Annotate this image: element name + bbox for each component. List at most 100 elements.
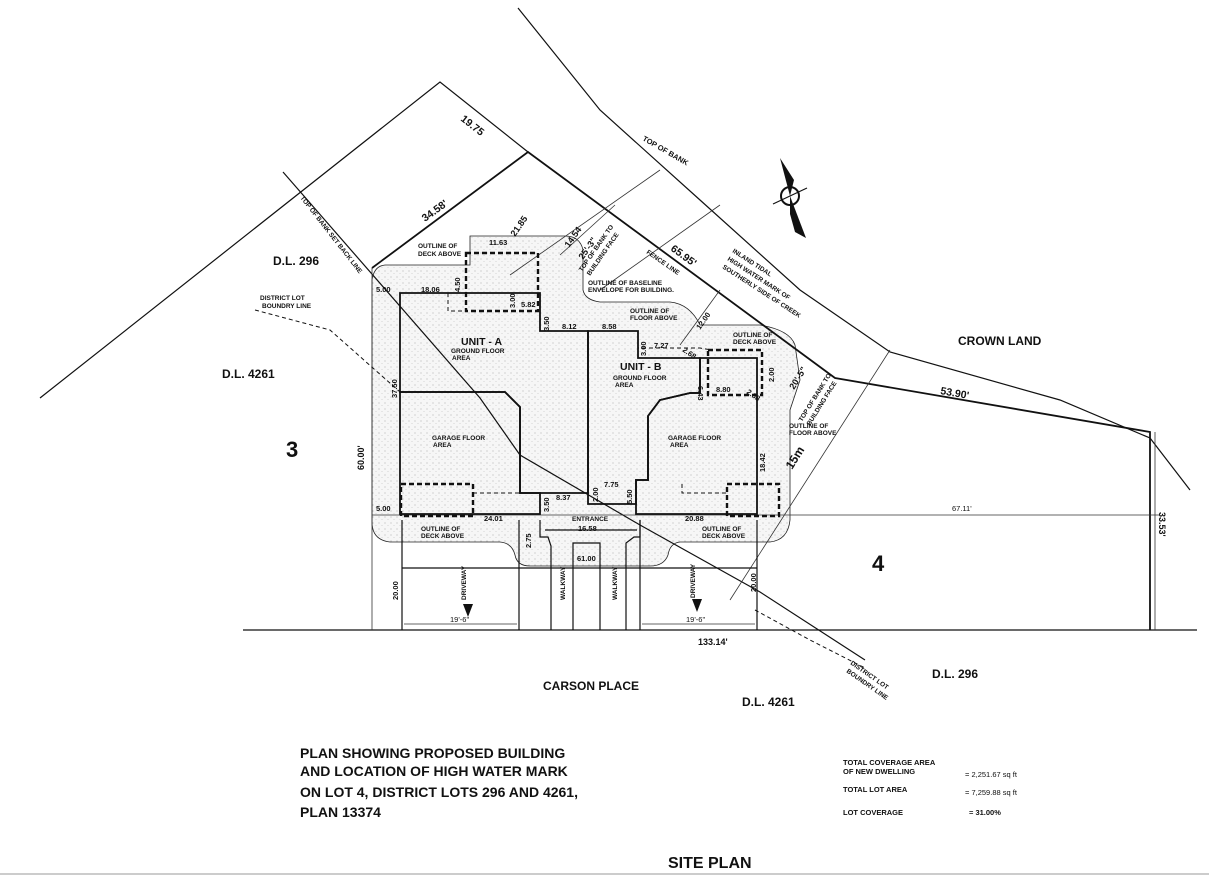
north-arrow-icon bbox=[772, 158, 808, 238]
dim: 5.82 bbox=[521, 300, 536, 309]
dim: 11.63 bbox=[489, 238, 507, 247]
dim: 67.11' bbox=[952, 504, 972, 513]
building-envelope bbox=[371, 235, 801, 567]
note-floor-above: OUTLINE OF bbox=[630, 308, 669, 315]
dim: 21.85 bbox=[508, 214, 529, 238]
summary-value: = 31.00% bbox=[969, 808, 1001, 817]
dim: 5.00 bbox=[376, 285, 391, 294]
dim: 7.27 bbox=[654, 341, 669, 350]
dim: 6.43 bbox=[696, 386, 705, 401]
summary-value: = 2,251.67 sq ft bbox=[965, 770, 1018, 779]
label-crown-land: CROWN LAND bbox=[958, 334, 1042, 348]
note-deck-b-bottom: OUTLINE OF bbox=[702, 526, 741, 533]
dim: 20.00 bbox=[391, 581, 400, 600]
unit-a-sub: AREA bbox=[452, 355, 471, 362]
dim: 2.00 bbox=[591, 487, 600, 502]
entrance-label: ENTRANCE bbox=[572, 516, 609, 523]
property-line bbox=[371, 150, 1151, 630]
top-of-bank-line bbox=[517, 7, 1191, 491]
walkway-label: WALKWAY bbox=[560, 566, 567, 600]
dim: 61.00 bbox=[577, 554, 596, 563]
dim: 5.00 bbox=[376, 504, 391, 513]
dim: 19'-6" bbox=[686, 615, 705, 624]
plan-title: PLAN SHOWING PROPOSED BUILDING bbox=[300, 745, 565, 761]
plan-title: ON LOT 4, DISTRICT LOTS 296 AND 4261, bbox=[300, 784, 578, 800]
dim: 53.90' bbox=[939, 385, 969, 402]
deck-a-top bbox=[464, 251, 540, 313]
garage-b-label: GARAGE FLOOR bbox=[668, 435, 721, 442]
label-carson-place: CARSON PLACE bbox=[543, 679, 639, 693]
note-deck-a-top: DECK ABOVE bbox=[418, 251, 462, 258]
dim-line-1454 bbox=[559, 204, 616, 256]
note-baseline: OUTLINE OF BASELINE bbox=[588, 280, 663, 287]
label-dl4261-bottom: D.L. 4261 bbox=[742, 695, 795, 709]
sheet-title: SITE PLAN bbox=[668, 855, 752, 872]
district-lot-boundary-right bbox=[754, 609, 866, 669]
garage-a-label: GARAGE FLOOR bbox=[432, 435, 485, 442]
driveway-arrow-icon bbox=[692, 599, 702, 612]
deck-b-top bbox=[706, 348, 764, 397]
area-labels: D.L. 296 D.L. 4261 3 4 CROWN LAND CARSON… bbox=[222, 254, 1042, 709]
unit-a-garage bbox=[399, 391, 541, 515]
dim: 2.75 bbox=[524, 533, 533, 548]
note-floor-above-right: OUTLINE OF bbox=[789, 423, 828, 430]
dim: 20.00 bbox=[749, 573, 758, 592]
dim: 20.88 bbox=[685, 514, 704, 523]
note-baseline: ENVELOPE FOR BUILDING. bbox=[588, 287, 674, 294]
note-deck-a-bottom: OUTLINE OF bbox=[421, 526, 460, 533]
deck-b-bottom bbox=[725, 482, 781, 518]
title-block: PLAN SHOWING PROPOSED BUILDING AND LOCAT… bbox=[300, 745, 752, 872]
dim: 8.12 bbox=[562, 322, 577, 331]
label-dl296-bottom: D.L. 296 bbox=[932, 667, 978, 681]
district-lot-boundary-left bbox=[254, 309, 401, 393]
plan-title: AND LOCATION OF HIGH WATER MARK bbox=[300, 763, 568, 779]
dim: 133.14' bbox=[698, 637, 728, 647]
dim: 16.58 bbox=[578, 524, 597, 533]
dim: 19'-6" bbox=[450, 615, 469, 624]
walkway-label: WALKWAY bbox=[612, 566, 619, 600]
unit-b-label: UNIT - B bbox=[620, 361, 662, 373]
note-top-of-bank: TOP OF BANK bbox=[641, 134, 691, 168]
dim: 8.37 bbox=[556, 493, 571, 502]
dim: 5.50 bbox=[625, 489, 634, 504]
note-floor-above-right: FLOOR ABOVE bbox=[789, 430, 837, 437]
unit-b-garage bbox=[635, 357, 758, 515]
garage-b-label: AREA bbox=[670, 442, 689, 449]
garage-a-label: AREA bbox=[433, 442, 452, 449]
driveway-label: DRIVEWAY bbox=[461, 565, 468, 600]
summary-label: TOTAL LOT AREA bbox=[843, 785, 908, 794]
note-dl-boundary-left: DISTRICT LOT bbox=[260, 295, 305, 302]
driveway-label: DRIVEWAY bbox=[690, 563, 697, 598]
note-floor-above: FLOOR ABOVE bbox=[630, 315, 678, 322]
unit-b-sub: GROUND FLOOR bbox=[613, 375, 667, 382]
note-deck-b-top: OUTLINE OF bbox=[733, 332, 772, 339]
summary-table: TOTAL COVERAGE AREA OF NEW DWELLING = 2,… bbox=[843, 758, 1018, 817]
lot-number-3: 3 bbox=[286, 437, 298, 462]
dim: 3.50 bbox=[542, 497, 551, 512]
dim: 19.75 bbox=[458, 113, 486, 139]
dim: 18.42 bbox=[758, 453, 767, 472]
note-deck-a-top: OUTLINE OF bbox=[418, 243, 457, 250]
buildings bbox=[399, 251, 781, 630]
dim-line-2185 bbox=[509, 169, 661, 276]
summary-label: OF NEW DWELLING bbox=[843, 767, 915, 776]
dim: 60.00' bbox=[356, 445, 366, 470]
dim: 33.53' bbox=[1157, 512, 1167, 537]
dim: 2.00 bbox=[767, 367, 776, 382]
label-dl4261: D.L. 4261 bbox=[222, 367, 275, 381]
dim: 7.75 bbox=[604, 480, 619, 489]
driveway-arrow-icon bbox=[463, 604, 473, 617]
dim: 3.50 bbox=[542, 316, 551, 331]
unit-a-label: UNIT - A bbox=[461, 336, 502, 348]
summary-value: = 7,259.88 sq ft bbox=[965, 788, 1018, 797]
dim: 8.80 bbox=[716, 385, 731, 394]
top-of-bank-setback-line bbox=[282, 171, 866, 661]
lot-line-west bbox=[39, 81, 529, 399]
dim-line-1200 bbox=[679, 289, 721, 346]
lot-number-4: 4 bbox=[872, 551, 885, 576]
dim: 8.58 bbox=[602, 322, 617, 331]
dim: 3.00 bbox=[508, 293, 517, 308]
note-deck-b-top: DECK ABOVE bbox=[733, 339, 777, 346]
dim: 18.06 bbox=[421, 285, 440, 294]
